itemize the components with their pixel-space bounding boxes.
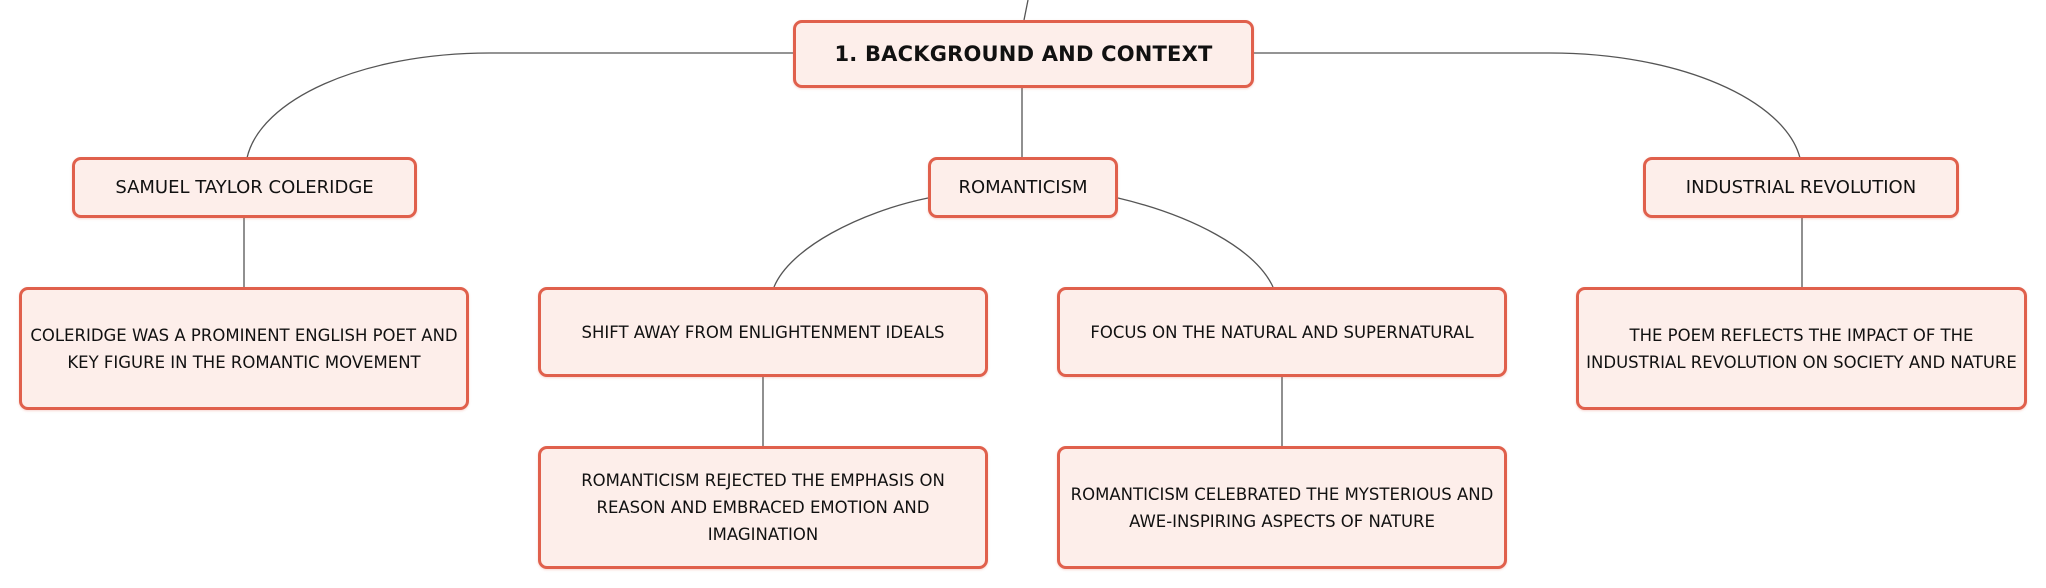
node-focus-detail[interactable]: ROMANTICISM CELEBRATED THE MYSTERIOUS AN…	[1057, 446, 1507, 569]
node-romanticism[interactable]: ROMANTICISM	[928, 157, 1118, 218]
node-samuel-taylor-coleridge[interactable]: SAMUEL TAYLOR COLERIDGE	[72, 157, 417, 218]
node-shift-enlightenment[interactable]: SHIFT AWAY FROM ENLIGHTENMENT IDEALS	[538, 287, 988, 377]
connector-root-industrial	[1253, 52, 1801, 159]
root-node-label: 1. BACKGROUND AND CONTEXT	[834, 42, 1213, 66]
connector-romanticism-shift	[773, 197, 929, 288]
node-industrial-revolution[interactable]: INDUSTRIAL REVOLUTION	[1643, 157, 1959, 218]
root-node-background-context[interactable]: 1. BACKGROUND AND CONTEXT	[793, 20, 1254, 88]
node-text: COLERIDGE WAS A PROMINENT ENGLISH POET A…	[30, 325, 458, 372]
node-text: ROMANTICISM CELEBRATED THE MYSTERIOUS AN…	[1070, 484, 1494, 531]
node-focus-natural-supernatural[interactable]: FOCUS ON THE NATURAL AND SUPERNATURAL	[1057, 287, 1507, 377]
node-text: ROMANTICISM REJECTED THE EMPHASIS ON REA…	[581, 471, 945, 544]
node-text: SHIFT AWAY FROM ENLIGHTENMENT IDEALS	[581, 322, 945, 342]
node-text: THE POEM REFLECTS THE IMPACT OF THE INDU…	[1586, 325, 2017, 372]
node-industrial-detail[interactable]: THE POEM REFLECTS THE IMPACT OF THE INDU…	[1576, 287, 2027, 410]
node-shift-detail[interactable]: ROMANTICISM REJECTED THE EMPHASIS ON REA…	[538, 446, 988, 569]
node-coleridge-detail[interactable]: COLERIDGE WAS A PROMINENT ENGLISH POET A…	[19, 287, 469, 410]
connector-root-coleridge	[246, 52, 794, 159]
node-label: SAMUEL TAYLOR COLERIDGE	[115, 177, 374, 198]
node-text: FOCUS ON THE NATURAL AND SUPERNATURAL	[1090, 322, 1474, 342]
node-label: INDUSTRIAL REVOLUTION	[1685, 177, 1917, 198]
connector-parent-stub	[1023, 0, 1029, 21]
node-label: ROMANTICISM	[958, 177, 1088, 198]
connector-romanticism-focus	[1117, 197, 1274, 288]
